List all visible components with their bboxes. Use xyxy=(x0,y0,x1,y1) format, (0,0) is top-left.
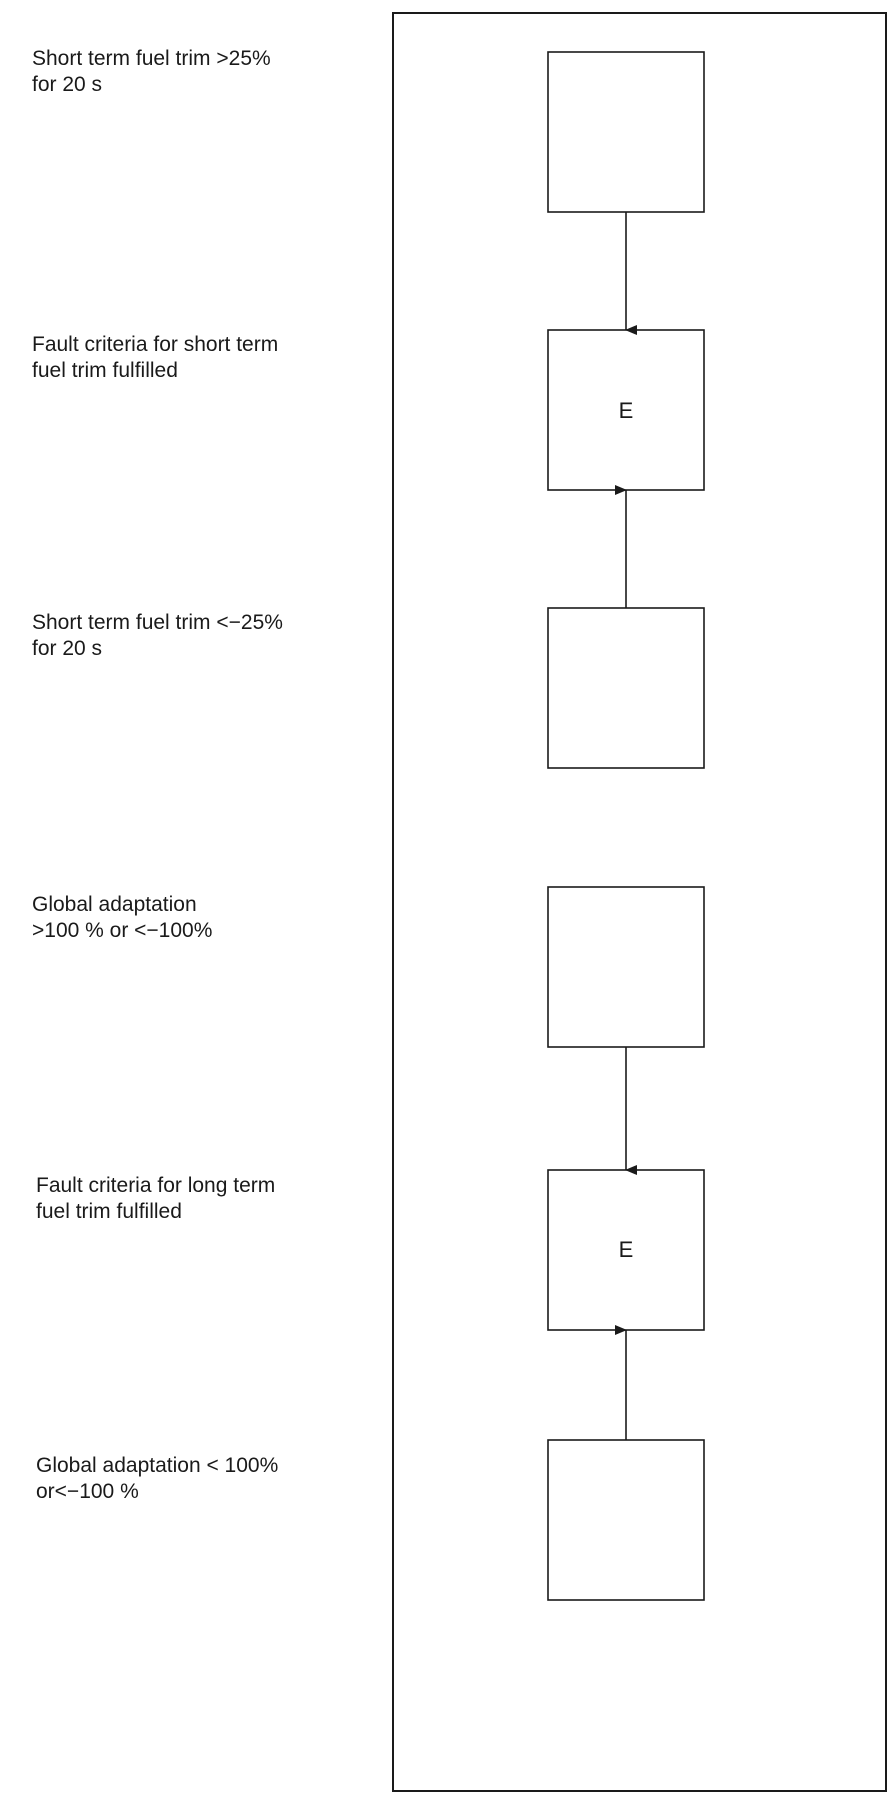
condition-3-line-2: for 20 s xyxy=(32,637,103,660)
condition-1-line-1: Short term fuel trim >25% xyxy=(32,47,271,70)
condition-4-line-1: Global adaptation xyxy=(32,893,197,916)
box-5-letter: E xyxy=(619,1237,634,1262)
condition-5-line-1: Fault criteria for long term xyxy=(36,1174,276,1197)
condition-5-line-2: fuel trim fulfilled xyxy=(36,1200,182,1223)
signal-box-6 xyxy=(547,1439,705,1601)
condition-6-line-2: or<−100 % xyxy=(36,1480,139,1503)
signal-box-1 xyxy=(547,51,705,213)
condition-label-4: Global adaptation >100 % or <−100% xyxy=(32,892,212,944)
condition-6-line-1: Global adaptation < 100% xyxy=(36,1454,279,1477)
condition-label-3: Short term fuel trim <−25% for 20 s xyxy=(32,610,283,662)
condition-4-line-2: >100 % or <−100% xyxy=(32,919,213,942)
box-2-letter: E xyxy=(619,398,634,423)
condition-label-5: Fault criteria for long term fuel trim f… xyxy=(36,1173,275,1225)
signal-box-4 xyxy=(547,886,705,1048)
condition-label-6: Global adaptation < 100% or<−100 % xyxy=(36,1453,278,1505)
condition-label-1: Short term fuel trim >25% for 20 s xyxy=(32,46,271,98)
condition-2-line-2: fuel trim fulfilled xyxy=(32,359,178,382)
condition-1-line-2: for 20 s xyxy=(32,73,103,96)
diagram-frame xyxy=(392,12,887,1792)
condition-2-line-1: Fault criteria for short term xyxy=(32,333,279,356)
condition-3-line-1: Short term fuel trim <−25% xyxy=(32,611,283,634)
signal-box-3 xyxy=(547,607,705,769)
condition-label-2: Fault criteria for short term fuel trim … xyxy=(32,332,278,384)
